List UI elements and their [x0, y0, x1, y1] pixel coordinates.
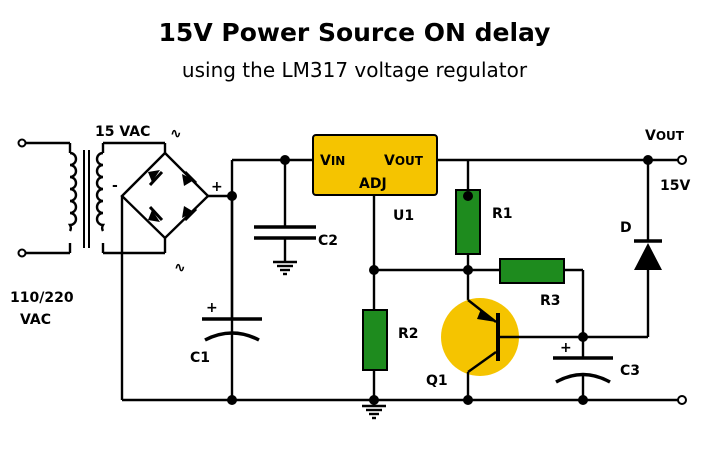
c1-plus-label: +: [206, 300, 218, 316]
resistor-r3: [499, 258, 565, 284]
q1-label: Q1: [426, 373, 448, 389]
ground-icon: [273, 260, 297, 276]
c2-label: C2: [318, 233, 338, 249]
bridge-minus-label: -: [112, 178, 118, 194]
resistor-r2: [362, 309, 388, 371]
ground-icon: [362, 404, 386, 420]
bridge-plus-label: +: [211, 179, 223, 195]
output-voltage-label: 15V: [660, 178, 690, 194]
c1-label: C1: [190, 350, 210, 366]
diode-icon: [634, 239, 662, 270]
vout-reg-label: VOUT: [384, 153, 424, 169]
r2-label: R2: [398, 326, 419, 342]
u1-label: U1: [393, 208, 414, 224]
transformer-secondary-label: 15 VAC: [95, 124, 150, 140]
r3-label: R3: [540, 293, 561, 309]
diode-label: D: [620, 220, 632, 236]
ac-symbol-top: ∿: [170, 126, 182, 142]
vin-label: VIN: [320, 153, 345, 169]
bridge-rectifier-icon: [103, 141, 210, 255]
mains-label-line2: VAC: [20, 312, 51, 328]
diagram-title: 15V Power Source ON delay: [158, 18, 551, 47]
mains-label-line1: 110/220: [10, 290, 74, 306]
diagram-subtitle: using the LM317 voltage regulator: [181, 58, 528, 82]
vout-label: VOUT: [645, 128, 685, 144]
transformer-icon: [17, 138, 106, 258]
c3-label: C3: [620, 363, 640, 379]
r1-label: R1: [492, 206, 513, 222]
adj-label: ADJ: [359, 176, 387, 192]
ac-symbol-bottom: ∿: [174, 260, 186, 276]
c3-plus-label: +: [560, 340, 572, 356]
